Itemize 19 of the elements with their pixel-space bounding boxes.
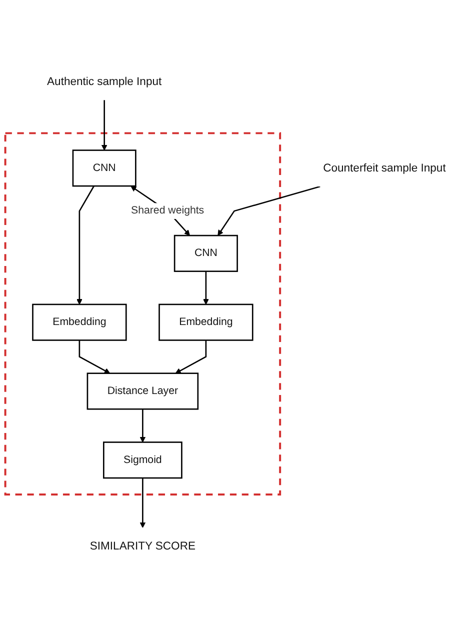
cluster <box>4 132 282 496</box>
node-box <box>72 149 136 186</box>
node-text: Counterfeit sample Input <box>323 161 446 174</box>
arrow <box>76 185 95 304</box>
arrow <box>140 408 146 442</box>
arrow <box>140 478 146 528</box>
node-text: Authentic sample Input <box>47 74 162 88</box>
node-box <box>174 234 238 272</box>
flowchart-drawing: Authentic sample Input CNN Counterfeit sample Input Shared weights CNN Embedding Embedding Distance Layer Sigmoid SIMILARITY SCORE <box>0 58 471 570</box>
arrow <box>78 340 110 374</box>
node-box <box>32 303 127 340</box>
arrow <box>175 340 207 374</box>
node-box <box>158 303 254 340</box>
arrow <box>101 100 108 150</box>
arrow <box>218 186 320 236</box>
arrow <box>203 270 209 304</box>
node-box <box>103 441 182 478</box>
node-box <box>86 372 199 410</box>
node-text: SIMILARITY SCORE <box>90 539 196 552</box>
